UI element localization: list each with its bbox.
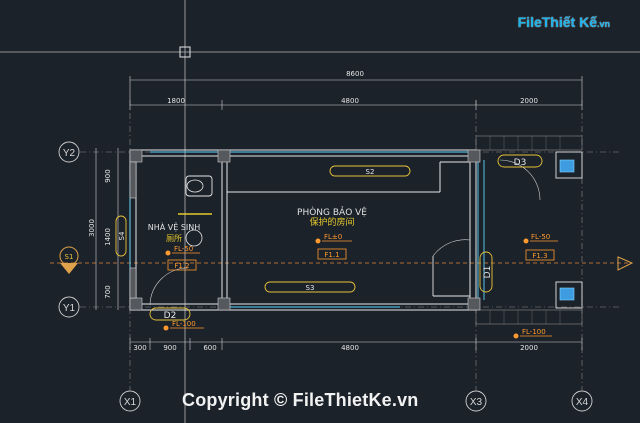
copyright-watermark: Copyright © FileThietKe.vn — [182, 390, 419, 410]
level-f11: F1.1 — [324, 251, 339, 259]
dim-bot-900: 900 — [163, 344, 176, 352]
toilet — [185, 175, 213, 197]
axis-x1: X1 — [124, 397, 137, 408]
dim-bot-4800: 4800 — [341, 344, 359, 352]
logo-domain: .vn — [596, 19, 610, 29]
level-right-fl: FL-50 — [531, 233, 550, 241]
brand-logo: FileThiết Kế.vn — [518, 14, 610, 30]
room-guard-cn: 保护的房间 — [309, 216, 354, 228]
balcony-bottom — [475, 309, 583, 325]
axis-y1: Y1 — [63, 303, 76, 314]
bottom-dimension-lines — [129, 338, 583, 350]
dim-left-3000: 3000 — [88, 219, 96, 237]
cursor-pickbox — [179, 46, 191, 58]
room-wc-cn: 厕所 — [166, 233, 182, 243]
tag-s4: S4 — [118, 231, 126, 240]
door-swing-d2 — [149, 267, 189, 306]
door-swing-d1 — [432, 239, 471, 257]
dim-left-700: 700 — [104, 285, 112, 298]
axis-y2: Y2 — [63, 148, 76, 159]
balcony-top — [475, 135, 583, 151]
room-guard-vi: PHÒNG BẢO VỆ — [297, 206, 367, 218]
tag-d1: D1 — [483, 266, 493, 279]
top-dimension-lines — [129, 76, 583, 110]
door-swing-d3 — [499, 159, 541, 201]
dim-top-2000: 2000 — [520, 97, 538, 105]
level-f13: F1.3 — [532, 252, 547, 260]
left-dimension-lines — [95, 148, 119, 310]
dim-left-900: 900 — [104, 169, 112, 182]
right-window-blocks — [559, 159, 575, 301]
level-symbols — [163, 238, 529, 339]
level-f12: F1.2 — [174, 262, 189, 270]
dim-top-4800: 4800 — [341, 97, 359, 105]
tag-d3: D3 — [514, 158, 527, 168]
level-boxes — [167, 240, 558, 337]
wash-basin — [185, 229, 203, 247]
axis-bubbles — [58, 141, 593, 412]
dim-bot-600: 600 — [203, 344, 216, 352]
balcony-hatching — [489, 136, 561, 324]
logo-main: File — [517, 14, 542, 30]
tag-s2: S2 — [366, 168, 375, 176]
level-guard-fl: FL±0 — [324, 233, 342, 241]
dim-bot-2000: 2000 — [520, 344, 538, 352]
dim-left-1400: 1400 — [104, 228, 112, 246]
level-wc-fl: FL-50 — [174, 245, 193, 253]
level-d2-fl: FL-100 — [172, 320, 196, 328]
axis-x4: X4 — [576, 397, 589, 408]
tag-d2: D2 — [164, 311, 177, 321]
dim-top-1800: 1800 — [167, 97, 185, 105]
columns — [129, 149, 481, 311]
window-frames — [129, 151, 485, 308]
logo-accent: Thiết Kế — [541, 14, 597, 30]
walls — [129, 149, 477, 311]
section-marker-arrow — [60, 263, 78, 274]
dim-bot-300: 300 — [133, 344, 146, 352]
tag-s3: S3 — [306, 284, 315, 292]
dim-overall: 8600 — [346, 70, 364, 78]
section-marker-right — [617, 256, 634, 271]
right-rooms — [432, 151, 583, 309]
room-wc-vi: NHÀ VỆ SINH — [148, 221, 201, 233]
axis-x3: X3 — [470, 397, 483, 408]
section-s1: S1 — [65, 253, 74, 261]
tag-shapes — [115, 154, 543, 321]
toilet-bowl — [186, 179, 204, 193]
level-bottom-right-fl: FL-100 — [522, 328, 546, 336]
